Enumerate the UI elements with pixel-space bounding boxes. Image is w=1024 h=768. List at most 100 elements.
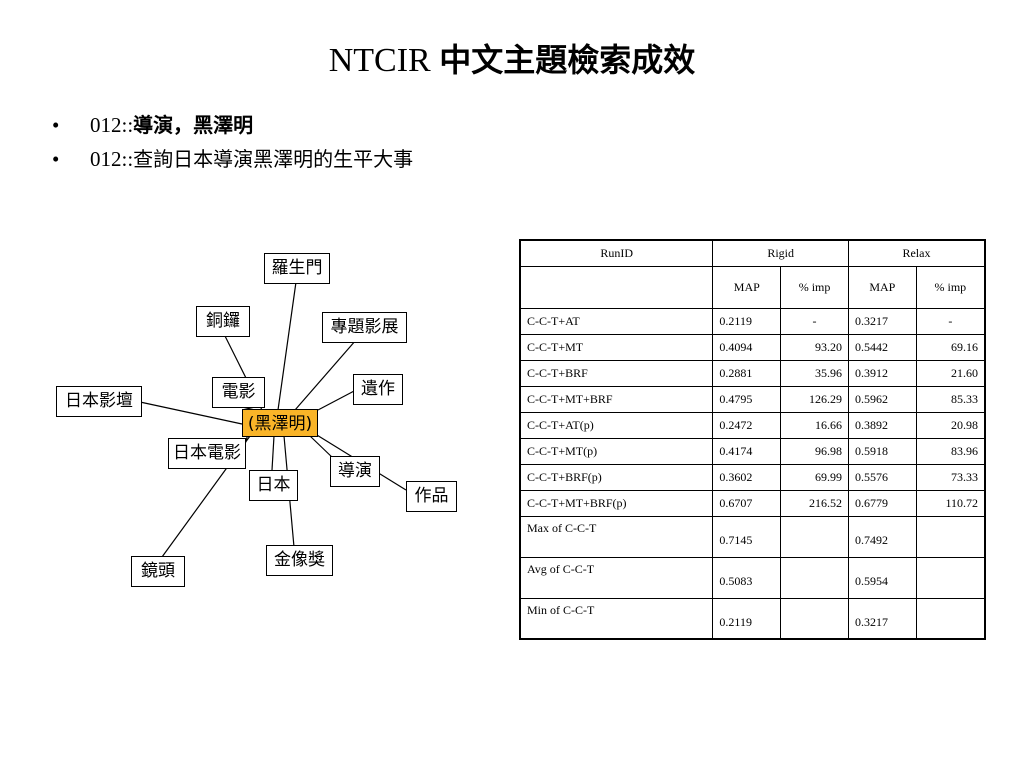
table-row: C-C-T+BRF 0.2881 35.96 0.3912 21.60 [519, 359, 986, 387]
concept-node-japan-film-world: 日本影壇 [56, 386, 142, 417]
cell-rigid-imp: 96.98 [780, 437, 849, 465]
concept-node-center: (黑澤明) [242, 409, 318, 437]
concept-node-oscar: 金像獎 [266, 545, 333, 576]
cell-rigid-map: 0.2119 [712, 307, 782, 335]
table-header-row: RunID Rigid Relax [519, 239, 986, 267]
subheader-rigid-map: MAP [712, 265, 782, 309]
cell-empty [780, 597, 849, 640]
bullet-item: • 012::導演，黑澤明 [52, 108, 413, 142]
table-row: C-C-T+MT+BRF 0.4795 126.29 0.5962 85.33 [519, 385, 986, 413]
subheader-rigid-imp: % imp [780, 265, 849, 309]
edge-last-work [317, 389, 357, 411]
cell-relax-imp: 21.60 [915, 359, 986, 387]
cell-relax-map: 0.5918 [847, 437, 917, 465]
results-table: RunID Rigid Relax MAP % imp MAP % imp C-… [519, 239, 986, 640]
cell-relax-map: 0.3217 [847, 597, 917, 640]
cell-relax-imp: 110.72 [915, 489, 986, 517]
cell-relax-map: 0.5576 [847, 463, 917, 491]
concept-node-lens: 鏡頭 [131, 556, 185, 587]
concept-node-works: 作品 [406, 481, 457, 512]
concept-node-last-work: 遺作 [353, 374, 403, 405]
cell-aggregate-label: Max of C-C-T [519, 515, 714, 558]
header-relax: Relax [847, 239, 986, 267]
cell-run: C-C-T+MT+BRF(p) [519, 489, 714, 517]
cell-rigid-imp: - [780, 307, 849, 335]
table-row: C-C-T+AT 0.2119 - 0.3217 - [519, 307, 986, 335]
cell-rigid-map: 0.4174 [712, 437, 782, 465]
cell-relax-imp: - [915, 307, 986, 335]
edge-rashomon [277, 281, 297, 411]
cell-relax-map: 0.5954 [847, 556, 917, 599]
concept-node-director: 導演 [330, 456, 380, 487]
bullet-text: 導演，黑澤明 [133, 113, 254, 137]
cell-relax-map: 0.6779 [847, 489, 917, 517]
cell-empty [780, 515, 849, 558]
cell-run: C-C-T+AT [519, 307, 714, 335]
cell-aggregate-label: Avg of C-C-T [519, 556, 714, 599]
cell-empty [915, 556, 986, 599]
edge-japan [271, 435, 275, 471]
cell-rigid-map: 0.2881 [712, 359, 782, 387]
cell-relax-map: 0.5962 [847, 385, 917, 413]
subheader-relax-map: MAP [847, 265, 917, 309]
cell-rigid-map: 0.4795 [712, 385, 782, 413]
cell-run: C-C-T+BRF [519, 359, 714, 387]
cell-rigid-map: 0.2119 [712, 597, 782, 640]
cell-rigid-map: 0.6707 [712, 489, 782, 517]
edge-retrospective [294, 339, 357, 411]
cell-aggregate-label: Min of C-C-T [519, 597, 714, 640]
subheader-blank [519, 265, 714, 309]
cell-run: C-C-T+MT(p) [519, 437, 714, 465]
cell-rigid-imp: 69.99 [780, 463, 849, 491]
cell-rigid-imp: 93.20 [780, 333, 849, 361]
cell-relax-imp: 20.98 [915, 411, 986, 439]
aggregate-row: Avg of C-C-T 0.5083 0.5954 [519, 556, 986, 599]
bullet-text: 查詢日本導演黑澤明的生平大事 [133, 147, 414, 171]
concept-node-film: 電影 [212, 377, 265, 408]
cell-rigid-imp: 35.96 [780, 359, 849, 387]
concept-node-retrospective: 專題影展 [322, 312, 407, 343]
cell-relax-map: 0.3912 [847, 359, 917, 387]
bullet-list: • 012::導演，黑澤明 • 012::查詢日本導演黑澤明的生平大事 [52, 108, 413, 176]
cell-rigid-imp: 126.29 [780, 385, 849, 413]
cell-rigid-map: 0.5083 [712, 556, 782, 599]
concept-node-japan: 日本 [249, 470, 298, 501]
cell-empty [780, 556, 849, 599]
cell-rigid-map: 0.7145 [712, 515, 782, 558]
bullet-dot: • [52, 147, 60, 171]
table-row: C-C-T+BRF(p) 0.3602 69.99 0.5576 73.33 [519, 463, 986, 491]
cell-relax-imp: 73.33 [915, 463, 986, 491]
bullet-dot: • [52, 113, 60, 137]
cell-relax-imp: 83.96 [915, 437, 986, 465]
subheader-relax-imp: % imp [915, 265, 986, 309]
title-latin: NTCIR [328, 42, 440, 79]
cell-relax-map: 0.7492 [847, 515, 917, 558]
table-row: C-C-T+MT+BRF(p) 0.6707 216.52 0.6779 110… [519, 489, 986, 517]
cell-relax-imp: 69.16 [915, 333, 986, 361]
cell-rigid-imp: 216.52 [780, 489, 849, 517]
table-subheader-row: MAP % imp MAP % imp [519, 265, 986, 309]
header-rigid: Rigid [712, 239, 849, 267]
concept-node-japanese-film: 日本電影 [168, 438, 246, 469]
cell-relax-imp: 85.33 [915, 385, 986, 413]
table-row: C-C-T+MT(p) 0.4174 96.98 0.5918 83.96 [519, 437, 986, 465]
cell-run: C-C-T+AT(p) [519, 411, 714, 439]
aggregate-row: Min of C-C-T 0.2119 0.3217 [519, 597, 986, 640]
aggregate-row: Max of C-C-T 0.7145 0.7492 [519, 515, 986, 558]
cell-relax-map: 0.3217 [847, 307, 917, 335]
cell-rigid-map: 0.2472 [712, 411, 782, 439]
cell-relax-map: 0.3892 [847, 411, 917, 439]
cell-rigid-map: 0.4094 [712, 333, 782, 361]
header-runid: RunID [519, 239, 714, 267]
concept-node-dora: 銅鑼 [196, 306, 250, 337]
title-cjk: 中文主題檢索成效 [439, 41, 696, 79]
cell-rigid-map: 0.3602 [712, 463, 782, 491]
cell-run: C-C-T+MT+BRF [519, 385, 714, 413]
concept-node-rashomon: 羅生門 [264, 253, 330, 284]
cell-rigid-imp: 16.66 [780, 411, 849, 439]
cell-relax-map: 0.5442 [847, 333, 917, 361]
cell-empty [915, 515, 986, 558]
cell-run: C-C-T+MT [519, 333, 714, 361]
bullet-prefix: 012:: [90, 113, 134, 137]
slide-title: NTCIR 中文主題檢索成效 [0, 38, 1024, 83]
